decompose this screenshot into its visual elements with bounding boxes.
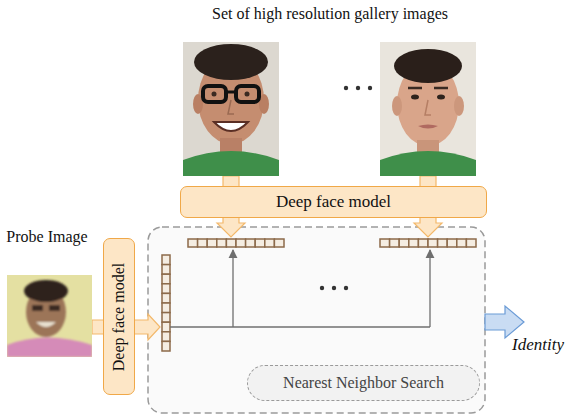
vector-cell bbox=[162, 265, 170, 275]
search-region bbox=[148, 227, 485, 413]
vector-cell bbox=[207, 239, 217, 247]
vector-cell bbox=[274, 239, 284, 247]
output-arrow bbox=[485, 306, 524, 338]
vector-cell bbox=[162, 284, 170, 294]
probe-photo bbox=[49, 305, 60, 311]
vector-cell bbox=[162, 313, 170, 323]
gallery-photo bbox=[437, 95, 445, 100]
vector-cell bbox=[457, 239, 467, 247]
gallery-photo bbox=[425, 100, 431, 115]
gallery-photo bbox=[212, 92, 217, 97]
probe-photo bbox=[7, 275, 92, 357]
probe-photo bbox=[24, 280, 68, 302]
probe-photo bbox=[7, 275, 92, 357]
gallery-photo bbox=[203, 86, 226, 102]
search-box: Nearest Neighbor Search bbox=[247, 365, 480, 401]
comparison-line bbox=[429, 250, 430, 327]
gallery-photo bbox=[236, 86, 259, 102]
probe-photo bbox=[36, 322, 56, 327]
gallery-photo bbox=[228, 100, 234, 114]
gallery-photo bbox=[183, 42, 279, 176]
vector-cell bbox=[438, 239, 448, 247]
gallery-photo bbox=[183, 151, 279, 176]
vector-cell bbox=[198, 239, 208, 247]
gallery-photo bbox=[408, 87, 448, 90]
vector-cell bbox=[246, 239, 256, 247]
vector-cell bbox=[162, 274, 170, 284]
vector-cell bbox=[162, 322, 170, 332]
vector-cell bbox=[162, 293, 170, 303]
gallery-photo bbox=[220, 138, 242, 152]
vector-cell bbox=[162, 341, 170, 351]
probe-photo bbox=[32, 305, 43, 311]
comparison-line bbox=[232, 250, 233, 327]
ellipsis-dot bbox=[332, 286, 336, 290]
vector-cell bbox=[409, 239, 419, 247]
gallery-photo bbox=[380, 42, 476, 176]
probe-photo bbox=[7, 338, 92, 358]
vector-cell bbox=[390, 239, 400, 247]
gallery-photo bbox=[183, 42, 279, 176]
vector-cell bbox=[399, 239, 409, 247]
ellipsis-dot bbox=[344, 286, 348, 290]
vector-cell bbox=[255, 239, 265, 247]
vector-cell bbox=[226, 239, 236, 247]
vector-cell bbox=[418, 239, 428, 247]
gallery-photo bbox=[380, 42, 476, 176]
gallery-photo bbox=[245, 92, 250, 97]
gallery-photo bbox=[394, 49, 462, 83]
node-text: Nearest Neighbor Search bbox=[283, 374, 444, 392]
model-box: Deep face model bbox=[180, 186, 487, 218]
vector-cell bbox=[265, 239, 275, 247]
gallery-photo bbox=[392, 96, 402, 116]
vector-cell bbox=[466, 239, 476, 247]
vector-cell bbox=[380, 239, 390, 247]
vector-cell bbox=[162, 303, 170, 313]
vector-cell bbox=[236, 239, 246, 247]
vector-cell bbox=[188, 239, 198, 247]
ellipsis-dot bbox=[356, 86, 360, 90]
comparison-line bbox=[170, 326, 430, 327]
gallery-photo bbox=[454, 96, 464, 116]
gallery-photo bbox=[214, 122, 248, 131]
vector-cell bbox=[217, 239, 227, 247]
probe-label: Probe Image bbox=[5, 226, 89, 247]
vector-cell bbox=[162, 255, 170, 265]
diagram-title: Set of high resolution gallery images bbox=[150, 5, 510, 23]
vector-cell bbox=[162, 332, 170, 342]
ellipsis-dot bbox=[368, 86, 372, 90]
vector-cell bbox=[447, 239, 457, 247]
model-box: Deep face model bbox=[103, 238, 135, 395]
output-label: Identity bbox=[512, 335, 582, 355]
gallery-photo bbox=[411, 95, 419, 100]
gallery-photo bbox=[418, 125, 438, 129]
vector-cell bbox=[428, 239, 438, 247]
gallery-photo bbox=[226, 91, 236, 94]
gallery-photo bbox=[194, 44, 268, 80]
feature-vector bbox=[162, 239, 476, 351]
node-text: Deep face model bbox=[276, 192, 391, 212]
node-text: Deep face model bbox=[110, 262, 128, 370]
probe-photo bbox=[7, 280, 92, 357]
gallery-photo bbox=[380, 151, 476, 176]
ellipsis-dot bbox=[344, 86, 348, 90]
ellipsis-dot bbox=[320, 286, 324, 290]
comparison-line bbox=[170, 250, 430, 327]
